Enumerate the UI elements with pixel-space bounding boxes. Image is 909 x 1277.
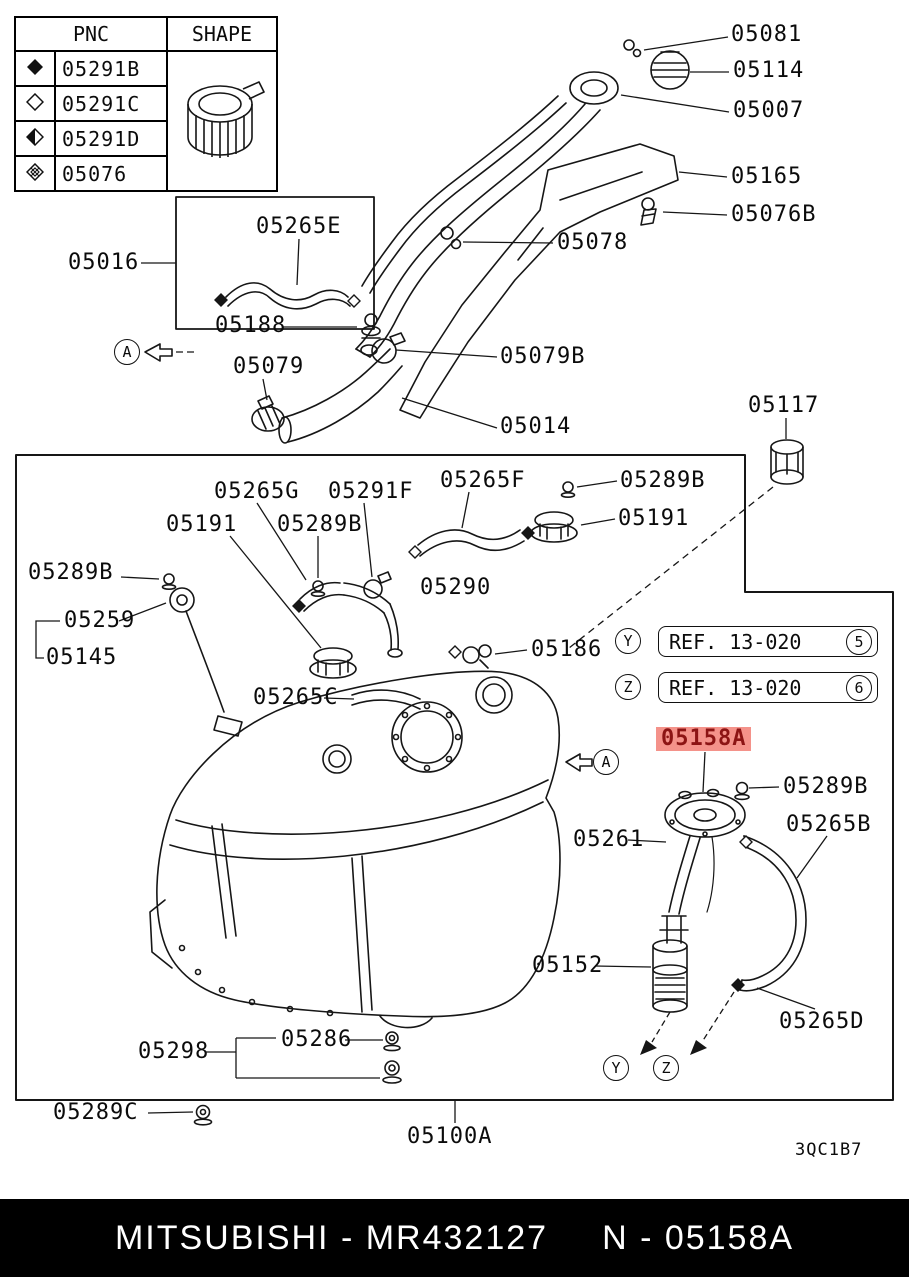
part-label-05114[interactable]: 05114 bbox=[733, 58, 805, 83]
footer-bar: MITSUBISHI - MR432127 N - 05158A bbox=[0, 1199, 909, 1277]
part-label-05289c[interactable]: 05289C bbox=[53, 1100, 139, 1125]
part-label-05076b[interactable]: 05076B bbox=[731, 202, 817, 227]
part-label-05289b-3[interactable]: 05289B bbox=[28, 560, 114, 585]
footer-manufacturer-part: MITSUBISHI - MR432127 bbox=[114, 1218, 549, 1257]
part-label-05289b-1[interactable]: 05289B bbox=[620, 468, 706, 493]
ref-text-y: REF. 13-020 bbox=[669, 629, 802, 654]
part-label-05265e[interactable]: 05265E bbox=[256, 214, 342, 239]
diamond-half-icon bbox=[14, 120, 56, 157]
part-label-05079b[interactable]: 05079B bbox=[500, 344, 586, 369]
part-label-05291f[interactable]: 05291F bbox=[328, 479, 414, 504]
table-row: 05076 bbox=[14, 155, 277, 192]
part-label-05265d[interactable]: 05265D bbox=[779, 1009, 865, 1034]
lower-assembly-box bbox=[15, 454, 894, 1101]
view-marker-a-2: A bbox=[593, 749, 619, 775]
part-label-05191-2[interactable]: 05191 bbox=[618, 506, 690, 531]
part-label-05100a[interactable]: 05100A bbox=[407, 1124, 493, 1149]
arrow-left-icon bbox=[565, 753, 593, 772]
part-label-05016[interactable]: 05016 bbox=[68, 250, 140, 275]
ref-link-y[interactable]: REF. 13-020 5 bbox=[658, 626, 878, 657]
part-label-05152[interactable]: 05152 bbox=[532, 953, 604, 978]
clamp-diamond-icons bbox=[214, 293, 753, 992]
pnc-cell[interactable]: 05291D bbox=[54, 120, 168, 157]
view-marker-a-1: A bbox=[114, 339, 140, 365]
diagram-code: 3QC1B7 bbox=[795, 1140, 863, 1160]
table-row: 05291D bbox=[14, 120, 277, 157]
part-label-05191-1[interactable]: 05191 bbox=[166, 512, 238, 537]
pnc-cell[interactable]: 05076 bbox=[54, 155, 168, 192]
ref-link-z[interactable]: REF. 13-020 6 bbox=[658, 672, 878, 703]
part-label-05289b-4[interactable]: 05289B bbox=[783, 774, 869, 799]
part-label-05117[interactable]: 05117 bbox=[748, 393, 820, 418]
shape-drawing bbox=[166, 50, 278, 192]
part-label-05014[interactable]: 05014 bbox=[500, 414, 572, 439]
diamond-outline-icon bbox=[14, 85, 56, 122]
pnc-legend-table: PNC SHAPE 05291B bbox=[14, 16, 278, 192]
part-label-05158a[interactable]: 05158A bbox=[656, 727, 752, 751]
part-label-05165[interactable]: 05165 bbox=[731, 164, 803, 189]
part-label-05081[interactable]: 05081 bbox=[731, 22, 803, 47]
part-label-05079[interactable]: 05079 bbox=[233, 354, 305, 379]
ref-number-6: 6 bbox=[846, 674, 872, 701]
part-label-05286[interactable]: 05286 bbox=[281, 1027, 353, 1052]
arrow-left-icon bbox=[144, 343, 173, 362]
shape-column-header: SHAPE bbox=[166, 16, 278, 52]
view-marker-z: Z bbox=[653, 1055, 679, 1081]
part-label-05289b-2[interactable]: 05289B bbox=[277, 512, 363, 537]
pnc-cell[interactable]: 05291C bbox=[54, 85, 168, 122]
ref-text-z: REF. 13-020 bbox=[669, 675, 802, 700]
part-label-05007[interactable]: 05007 bbox=[733, 98, 805, 123]
part-label-05298[interactable]: 05298 bbox=[138, 1039, 210, 1064]
part-label-05265f[interactable]: 05265F bbox=[440, 468, 526, 493]
table-row: 05291C bbox=[14, 85, 277, 122]
view-marker-y: Y bbox=[603, 1055, 629, 1081]
part-label-05188[interactable]: 05188 bbox=[215, 313, 287, 338]
part-label-05265c[interactable]: 05265C bbox=[253, 685, 339, 710]
diamond-hatched-icon bbox=[14, 155, 56, 192]
part-label-05261[interactable]: 05261 bbox=[573, 827, 645, 852]
part-label-05259[interactable]: 05259 bbox=[64, 608, 136, 633]
diamond-solid-icon bbox=[14, 50, 56, 87]
part-label-05265g[interactable]: 05265G bbox=[214, 479, 300, 504]
ref-marker-z: Z bbox=[615, 674, 641, 700]
part-label-05078[interactable]: 05078 bbox=[557, 230, 629, 255]
part-label-05265b[interactable]: 05265B bbox=[786, 812, 872, 837]
part-label-05145[interactable]: 05145 bbox=[46, 645, 118, 670]
part-label-05290[interactable]: 05290 bbox=[420, 575, 492, 600]
footer-selected-part: N - 05158A bbox=[602, 1218, 795, 1257]
part-label-05186[interactable]: 05186 bbox=[531, 637, 603, 662]
yz-arrowheads bbox=[640, 1040, 707, 1055]
pnc-column-header: PNC bbox=[14, 16, 168, 52]
pnc-cell[interactable]: 05291B bbox=[54, 50, 168, 87]
ref-marker-y: Y bbox=[615, 628, 641, 654]
table-row: 05291B bbox=[14, 50, 278, 192]
ref-number-5: 5 bbox=[846, 628, 872, 655]
callout-leader-lines bbox=[35, 36, 828, 1123]
